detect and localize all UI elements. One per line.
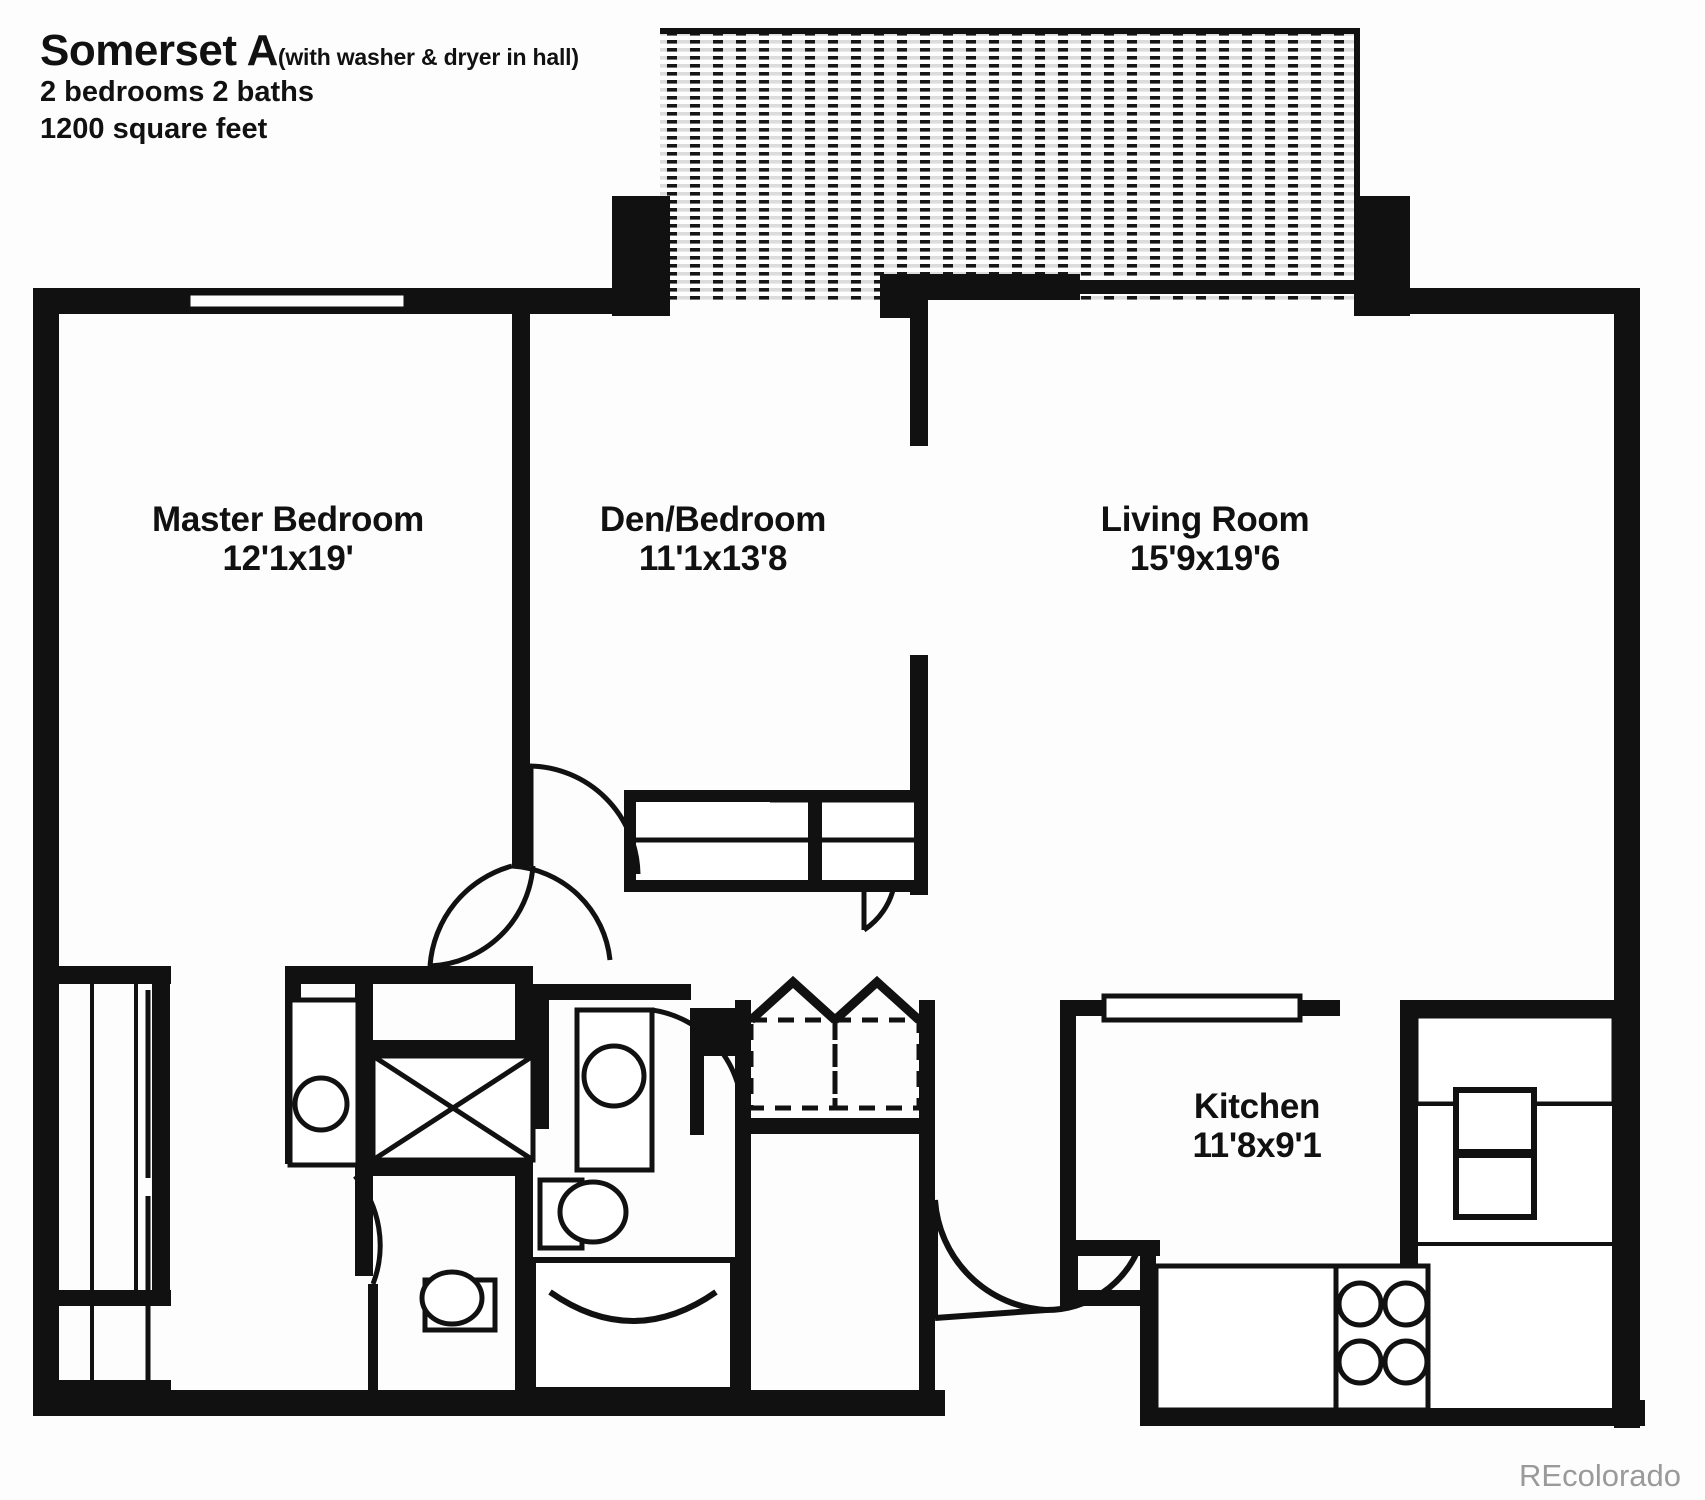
balcony-doors xyxy=(1080,280,1356,294)
room-label-den-bedroom: Den/Bedroom 11'1x13'8 xyxy=(600,500,826,578)
room-name: Master Bedroom xyxy=(152,500,424,539)
plan-area: 1200 square feet xyxy=(40,113,268,146)
hall-door-swings xyxy=(427,763,641,967)
room-name: Living Room xyxy=(1100,500,1310,539)
room-name: Kitchen xyxy=(1193,1087,1321,1126)
exterior-walls xyxy=(33,196,1645,1428)
room-dims: 11'1x13'8 xyxy=(638,539,788,579)
master-bath-fixtures xyxy=(287,865,536,1390)
balcony xyxy=(660,28,1360,300)
room-label-master-bedroom: Master Bedroom 12'1x19' xyxy=(152,500,424,578)
interior-walls xyxy=(59,296,1616,1412)
plan-title-name: Somerset A xyxy=(40,26,278,75)
den-closet xyxy=(624,790,926,933)
master-bedroom-window xyxy=(187,292,407,310)
kitchen-entry xyxy=(1060,1240,1156,1306)
title-block: Somerset A(with washer & dryer in hall) … xyxy=(40,26,579,148)
room-label-kitchen: Kitchen 11'8x9'1 xyxy=(1192,1087,1321,1165)
plan-title-note: (with washer & dryer in hall) xyxy=(277,44,579,70)
room-dims: 15'9x19'6 xyxy=(1129,539,1281,579)
recolorado-watermark: REcolorado xyxy=(1519,1458,1681,1493)
room-dims: 12'1x19' xyxy=(222,539,354,579)
plan-bedbath: 2 bedrooms 2 baths xyxy=(40,76,314,109)
kitchen-pass-through xyxy=(1101,993,1340,1023)
room-dims: 11'8x9'1 xyxy=(1192,1126,1322,1166)
washer-dryer xyxy=(747,975,923,1111)
room-name: Den/Bedroom xyxy=(599,500,827,539)
room-label-living-room: Living Room 15'9x19'6 xyxy=(1101,500,1310,578)
hall-bath-fixtures xyxy=(530,1007,745,1393)
master-closet xyxy=(59,984,171,1390)
plan-title: Somerset A(with washer & dryer in hall) xyxy=(40,26,579,75)
kitchen-appliances xyxy=(1153,1013,1617,1413)
